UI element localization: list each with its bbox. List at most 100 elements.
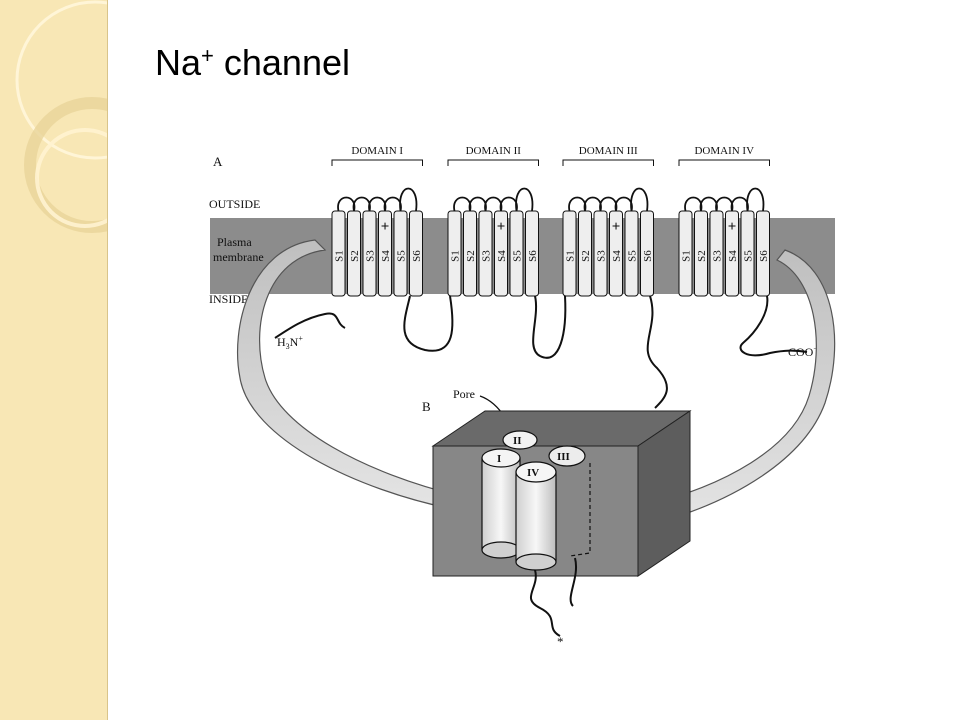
s4-positive-charge: + — [497, 219, 506, 235]
segment-label: S6 — [642, 250, 654, 262]
segment-label: S1 — [334, 250, 346, 262]
transmembrane-segment — [694, 210, 708, 297]
transmembrane-segment — [393, 210, 408, 297]
domain-bracket — [447, 159, 539, 166]
membrane-label-line2: membrane — [213, 250, 264, 264]
transmembrane-segment — [578, 210, 592, 297]
segment-label: S4 — [496, 250, 508, 262]
panel-b-tail — [529, 557, 578, 637]
transmembrane-segment — [509, 210, 524, 297]
transmembrane-segment — [347, 210, 361, 297]
title-superscript: + — [201, 42, 214, 68]
segment-label: S4 — [611, 250, 623, 262]
transmembrane-segment — [331, 210, 346, 297]
transmembrane-segment — [678, 210, 693, 297]
title-rest: channel — [213, 42, 350, 83]
segment-label: S2 — [580, 250, 592, 262]
panel-a-label: A — [213, 154, 223, 169]
segment-label: S6 — [411, 250, 423, 262]
cylinder-i-top — [481, 448, 521, 468]
cylinder-ii — [502, 430, 538, 450]
transmembrane-segment — [725, 210, 739, 297]
segment-label: S3 — [481, 250, 493, 262]
segment-label: S3 — [365, 250, 377, 262]
segment-label: S6 — [527, 250, 539, 262]
decorative-circles — [15, 0, 107, 233]
segment-label: S2 — [696, 250, 708, 262]
domain-title: DOMAIN III — [579, 145, 638, 157]
domain-title: DOMAIN I — [351, 145, 403, 157]
hidden-edge — [569, 463, 591, 557]
subunit-iii-label: III — [557, 451, 570, 463]
loop-i-ii — [403, 295, 454, 352]
c-terminal-tail — [739, 295, 808, 357]
n-terminal-tail — [274, 312, 346, 339]
asterisk-b: * — [557, 634, 564, 649]
c-terminus-label: COO− — [788, 344, 818, 359]
extracellular-loops — [453, 187, 534, 212]
transmembrane-segment — [494, 210, 508, 297]
title-base: Na — [155, 42, 202, 83]
slide-sidebar-decoration — [0, 0, 108, 720]
slide-title: Na+ channel — [155, 42, 350, 84]
domain-bracket — [562, 159, 654, 166]
transmembrane-segment — [562, 210, 577, 297]
segment-label: S4 — [380, 250, 392, 262]
extracellular-loops — [568, 187, 649, 212]
domain-title: DOMAIN II — [466, 145, 522, 157]
segment-label: S1 — [450, 250, 462, 262]
s4-positive-charge: + — [728, 219, 737, 235]
transmembrane-segment — [609, 210, 623, 297]
transmembrane-segment — [525, 210, 539, 297]
cylinder-iii — [548, 445, 586, 467]
subunit-i-label: I — [497, 453, 501, 465]
segment-label: S2 — [349, 250, 361, 262]
outside-label: OUTSIDE — [209, 197, 260, 211]
subunit-ii-label: II — [513, 435, 522, 447]
cylinder-i-bottom — [481, 541, 521, 559]
transmembrane-segment — [640, 210, 654, 297]
segment-label: S5 — [627, 250, 639, 262]
block-side — [637, 410, 691, 577]
transmembrane-segment — [740, 210, 755, 297]
intracellular-loops — [274, 295, 808, 409]
loop-ii-iii — [532, 295, 567, 359]
s4-positive-charge: + — [612, 219, 621, 235]
membrane-label-line1: Plasma — [217, 235, 252, 249]
transmembrane-segment — [624, 210, 639, 297]
subunit-cylinders: II III I IV — [481, 430, 586, 571]
transmembrane-segment — [756, 210, 770, 297]
segment-label: S6 — [758, 250, 770, 262]
cylinder-i-body — [481, 457, 521, 551]
s4-positive-charge: + — [381, 219, 390, 235]
subunit-iv-label: IV — [527, 467, 539, 479]
transmembrane-segment — [362, 210, 377, 297]
extracellular-loops — [337, 187, 418, 212]
transmembrane-segment — [409, 210, 423, 297]
loop-iii-iv — [646, 295, 668, 409]
domain-bracket — [678, 159, 770, 166]
panel-b-label: B — [422, 399, 431, 414]
segment-label: S5 — [512, 250, 524, 262]
inside-label: INSIDE — [209, 292, 248, 306]
domain-title: DOMAIN IV — [694, 145, 754, 157]
pore-label: Pore — [453, 387, 475, 401]
cylinder-iv-bottom — [515, 553, 557, 571]
transmembrane-segment — [447, 210, 462, 297]
segment-label: S1 — [565, 250, 577, 262]
domain-bracket — [331, 159, 423, 166]
cylinder-iv-body — [515, 471, 557, 563]
transmembrane-segment — [478, 210, 493, 297]
segment-label: S5 — [743, 250, 755, 262]
segment-label: S3 — [596, 250, 608, 262]
segment-label: S3 — [712, 250, 724, 262]
cylinder-iv-top — [515, 461, 557, 483]
segment-label: S1 — [681, 250, 693, 262]
extracellular-loops — [684, 187, 765, 212]
n-terminus-label: H3N+ — [277, 334, 303, 351]
transmembrane-segment — [463, 210, 477, 297]
transmembrane-segment — [378, 210, 392, 297]
transmembrane-segment — [709, 210, 724, 297]
segment-label: S4 — [727, 250, 739, 262]
